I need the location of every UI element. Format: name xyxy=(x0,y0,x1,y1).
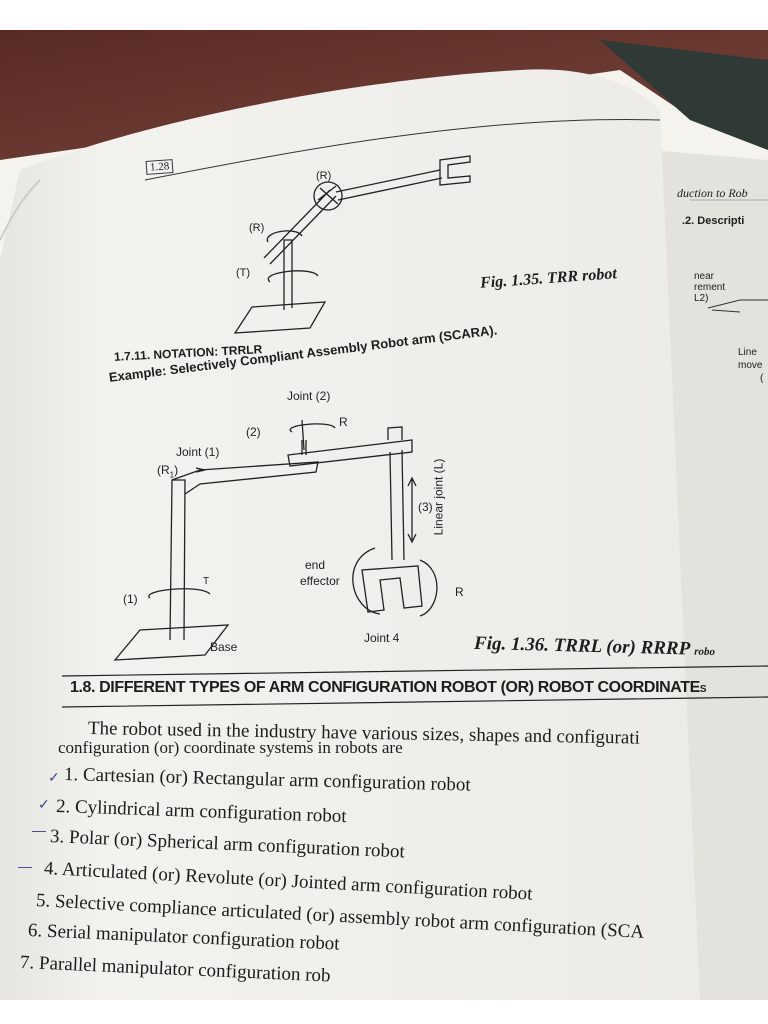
dash-mark-4: — xyxy=(18,858,32,874)
side-line: ( xyxy=(760,373,764,384)
header-rule xyxy=(144,119,661,181)
trr-top-joint-label: (R) xyxy=(316,170,332,182)
right-page-fragment-1: near rement L2) xyxy=(694,271,725,304)
dash-mark-3: — xyxy=(32,822,46,838)
scara-rotation-r xyxy=(352,547,438,617)
section-18-heading: 1.8. DIFFERENT TYPES OF ARM CONFIGURATIO… xyxy=(70,679,707,697)
end-label: end xyxy=(305,558,326,572)
dark-cloth xyxy=(600,40,768,150)
scara-base-plate xyxy=(113,624,230,661)
trr-upper-arm xyxy=(335,169,443,201)
joint2-label: Joint (2) xyxy=(287,389,331,403)
side-line: rement xyxy=(694,282,726,293)
trr-mid-joint-label: (R) xyxy=(249,222,265,234)
num1-label: (1) xyxy=(123,592,138,606)
right-page-header: duction to Rob xyxy=(677,186,748,200)
trr-gripper xyxy=(439,155,471,186)
fig-136-caption-text: Fig. 1.36. TRRL (or) RRRP xyxy=(473,632,690,660)
tick-mark-1: ✓ xyxy=(48,769,60,785)
r1-label: (R1) xyxy=(157,463,178,479)
joint1-label: Joint (1) xyxy=(176,445,220,459)
right-page xyxy=(650,150,768,1000)
scara-linear-joint xyxy=(389,449,405,561)
trr-robot-drawing xyxy=(233,155,471,334)
right-page-fragment-2: Line move ( xyxy=(738,346,763,385)
fig-136-caption-tail: robo xyxy=(694,645,716,659)
section-top-rule xyxy=(61,665,768,677)
trr-column xyxy=(283,239,293,310)
section-18-heading-text: 1.8. DIFFERENT TYPES OF ARM CONFIGURATIO… xyxy=(70,679,700,696)
section-18-heading-tail: S xyxy=(699,684,707,695)
trr-mid-rotation xyxy=(266,230,303,243)
t-label: T xyxy=(203,576,210,587)
num3-label: (3) xyxy=(418,500,433,514)
trr-lower-arm xyxy=(263,189,331,259)
section-bottom-rule xyxy=(61,696,768,708)
trr-top-joint xyxy=(313,181,343,211)
book-page xyxy=(0,69,700,1000)
scara-column xyxy=(169,479,186,641)
joint4-label: Joint 4 xyxy=(364,631,400,645)
scara-end-effector xyxy=(361,565,423,613)
right-page-section: .2. Descripti xyxy=(682,215,745,227)
r1-text: (R xyxy=(157,463,170,477)
base-label: Base xyxy=(210,640,238,654)
scara-robot-drawing xyxy=(113,419,438,661)
trr-base-plate xyxy=(233,301,327,334)
side-line: move xyxy=(738,360,763,371)
side-line: Line xyxy=(738,347,757,358)
r1-subscript: 1 xyxy=(169,470,175,480)
side-line: near xyxy=(694,271,715,282)
page-number: 1.28 xyxy=(145,159,174,175)
scara-arm-1 xyxy=(171,461,319,495)
side-line: L2) xyxy=(694,293,709,304)
trr-base-joint-label: (T) xyxy=(236,267,251,279)
tick-mark-2: ✓ xyxy=(38,796,50,812)
r1-close: ) xyxy=(174,463,179,477)
effector-label: effector xyxy=(300,574,340,588)
linear-joint-label: Linear joint (L) xyxy=(431,458,446,536)
paragraph-line-2: configuration (or) coordinate systems in… xyxy=(58,738,403,757)
r-bottom-label: R xyxy=(455,585,464,599)
trr-base-rotation xyxy=(267,270,319,283)
num2-label: (2) xyxy=(246,425,261,439)
scara-base-rotation xyxy=(148,588,211,599)
scara-arm-2 xyxy=(287,439,413,467)
r-top-label: R xyxy=(339,415,348,429)
